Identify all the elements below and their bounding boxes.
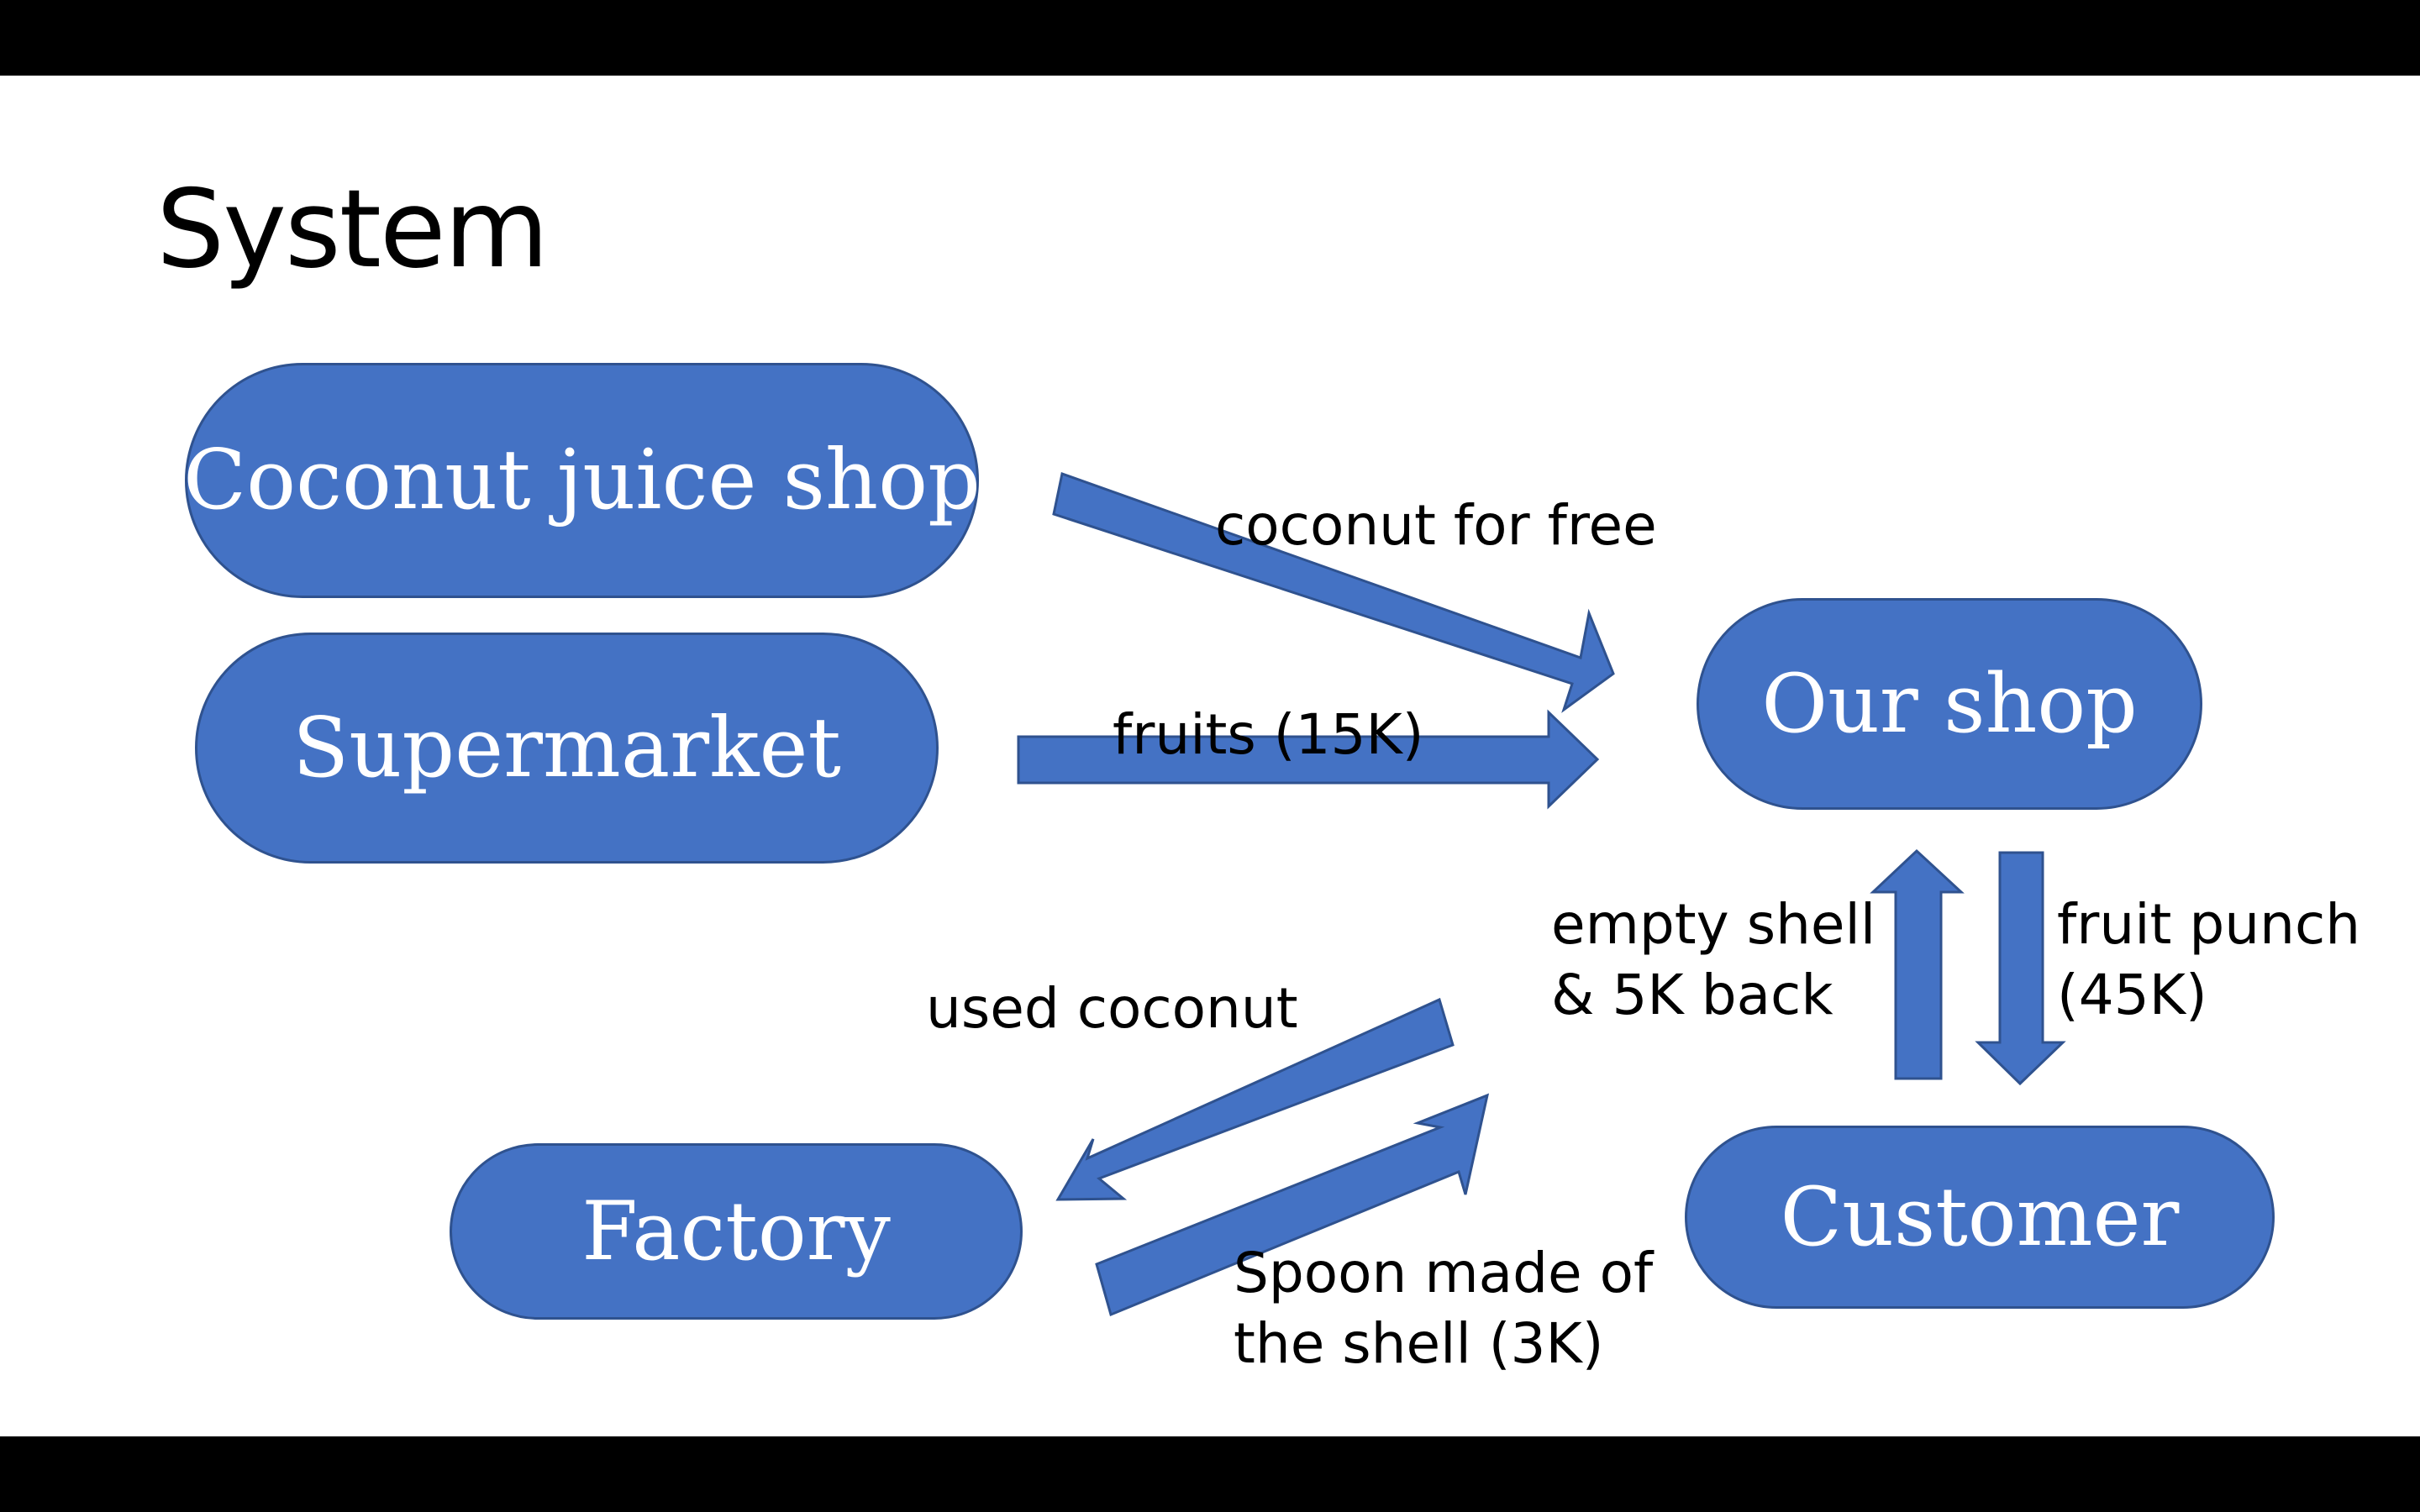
edge-label-spoon-line-1: Spoon made of [1234,1241,1654,1305]
node-label: Coconut juice shop [183,433,981,528]
edge-label-used-coconut: used coconut [926,976,1298,1041]
edge-label-empty-shell: empty shell & 5K back [1551,890,1876,1031]
edge-label-empty-shell-line-1: empty shell [1551,892,1876,957]
edge-label-coconut-for-free: coconut for free [1215,493,1657,558]
node-factory: Factory [450,1143,1023,1320]
node-supermarket: Supermarket [195,633,939,864]
node-customer: Customer [1685,1126,2275,1309]
node-label: Factory [581,1184,891,1278]
edge-label-fruit-punch-line-1: fruit punch [2057,892,2361,957]
edge-label-fruit-punch: fruit punch (45K) [2057,890,2360,1031]
arrow-empty-shell-to-our-shop [1870,848,1965,1080]
arrows-layer [1017,472,2066,1317]
arrow-coconut-to-our-shop [1052,472,1615,713]
edge-label-empty-shell-line-2: & 5K back [1551,963,1833,1027]
edge-label-fruits: fruits (15K) [1113,702,1424,767]
arrow-spoon-to-our-shop [1095,1093,1490,1317]
arrow-fruit-punch-to-customer [1975,851,2066,1086]
arrow-used-coconut-to-factory [1055,997,1455,1201]
edge-label-spoon: Spoon made of the shell (3K) [1234,1238,1653,1379]
node-label: Supermarket [292,700,841,796]
node-our-shop: Our shop [1697,598,2202,810]
edge-label-spoon-line-2: the shell (3K) [1234,1311,1604,1376]
edge-label-fruit-punch-line-2: (45K) [2057,963,2207,1027]
node-coconut-juice-shop: Coconut juice shop [183,363,981,598]
node-label: Our shop [1761,657,2138,751]
arrow-supermarket-to-our-shop [1017,709,1600,810]
slide: System Coconut juice shop Supermarket [0,76,2420,1436]
node-label: Customer [1780,1170,2180,1264]
slide-title: System [156,167,549,292]
